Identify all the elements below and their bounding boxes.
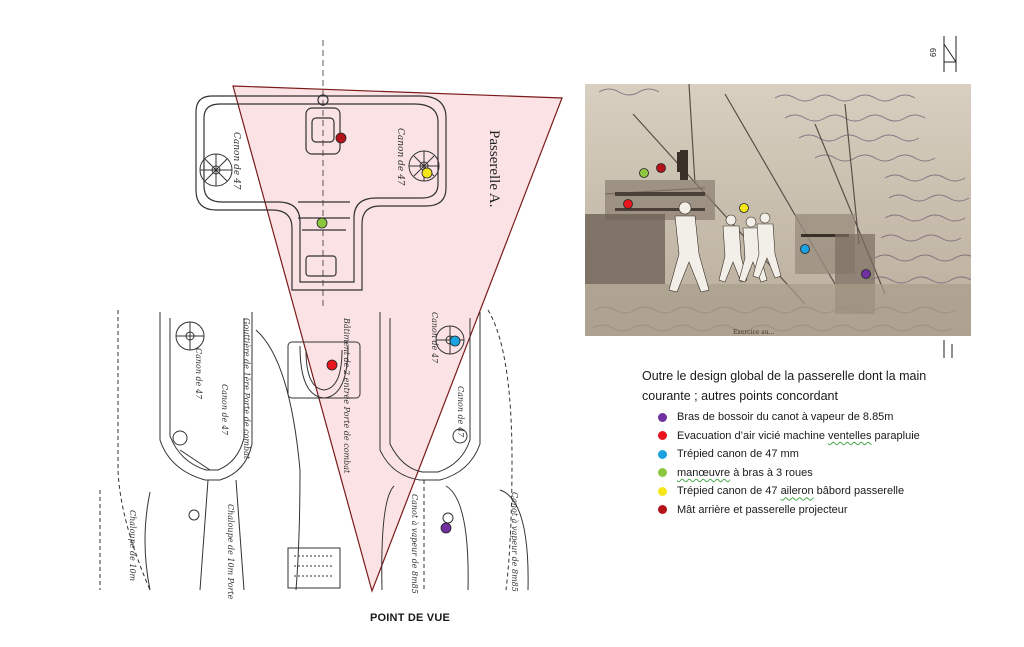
legend: Bras de bossoir du canot à vapeur de 8.8… xyxy=(658,408,920,519)
marker-blue-tripod xyxy=(449,335,461,347)
passerelle-label: Passerelle A. xyxy=(486,130,502,207)
hand-label: Chaloupe de 10m xyxy=(128,510,137,582)
lower-right-deck xyxy=(379,309,529,591)
hand-label: Canon de 47 xyxy=(194,348,203,400)
intro-line-1: Outre le design global de la passerelle … xyxy=(642,369,927,383)
hand-label: Bâtiment de 2 entrée Porte de combat xyxy=(342,317,351,474)
marker-green-winch xyxy=(316,217,328,229)
legend-item: Trépied canon de 47 aileron bâbord passe… xyxy=(658,482,920,501)
lower-left-deck xyxy=(99,310,301,591)
historical-photo: Exercice au... xyxy=(585,84,971,336)
marker-red-vent xyxy=(326,359,338,371)
sailors xyxy=(668,201,782,293)
corner-ruler xyxy=(943,36,957,358)
legend-dot-red xyxy=(658,431,667,441)
bridge-outline xyxy=(195,40,447,310)
legend-item: manœuvre à bras à 3 roues xyxy=(658,464,920,483)
marker-yellow-wing-gun xyxy=(421,167,433,179)
corner-number: 69 xyxy=(928,48,937,57)
legend-text: Bras de bossoir du canot à vapeur de 8.8… xyxy=(677,411,894,424)
photo-marker-red xyxy=(623,199,633,209)
photo-marker-dark-red xyxy=(656,163,666,173)
legend-dot-yellow xyxy=(658,486,667,496)
marker-mast-dark-red xyxy=(335,132,347,144)
intro-line-2: courante ; autres points concordant xyxy=(642,389,838,403)
marker-purple-davit xyxy=(440,522,452,534)
hand-label: Canot à vapeur de 8m85 xyxy=(410,494,419,594)
legend-text: Trépied canon de 47 mm xyxy=(677,448,799,461)
flag xyxy=(677,152,685,172)
hand-label: Canon de 47 xyxy=(220,384,229,436)
legend-item: Bras de bossoir du canot à vapeur de 8.8… xyxy=(658,408,920,427)
legend-text: manœuvre à bras à 3 roues xyxy=(677,466,813,479)
photo-marker-yellow xyxy=(739,203,749,213)
hand-label: Chaloupe de 10m Porte xyxy=(226,504,235,600)
hand-label: Canon de 47 xyxy=(231,132,241,190)
point-de-vue-caption: POINT DE VUE xyxy=(370,612,451,624)
photo-caption: Exercice au... xyxy=(733,329,775,336)
hand-label: Canon de 47 xyxy=(456,386,465,438)
legend-dot-green xyxy=(658,468,667,478)
hand-label: Canot à vapeur de 8m85 xyxy=(510,492,519,592)
hand-label: Canon de 47 xyxy=(395,128,405,186)
hand-label: Canon de 47 xyxy=(430,312,439,364)
legend-text: Mât arrière et passerelle projecteur xyxy=(677,503,848,516)
photo-marker-green xyxy=(639,168,649,178)
steering-wheel-left xyxy=(199,153,233,187)
legend-item: Evacuation d’air vicié machine ventelles… xyxy=(658,427,920,446)
legend-dot-purple xyxy=(658,412,667,422)
view-cone xyxy=(232,85,563,593)
legend-text: Evacuation d’air vicié machine ventelles… xyxy=(677,429,920,442)
legend-text: Trépied canon de 47 aileron bâbord passe… xyxy=(677,485,905,498)
vent-structure xyxy=(287,341,361,589)
intro-text: Outre le design global de la passerelle … xyxy=(642,366,962,406)
hand-label: Gouttière de 1ère Porte de combat xyxy=(242,318,251,460)
photo-marker-blue xyxy=(800,244,810,254)
legend-item: Mât arrière et passerelle projecteur xyxy=(658,501,920,520)
legend-dot-blue xyxy=(658,449,667,459)
photo-illustration: Exercice au... xyxy=(585,84,971,336)
legend-item: Trépied canon de 47 mm xyxy=(658,445,920,464)
photo-marker-purple xyxy=(861,269,871,279)
legend-dot-dark-red xyxy=(658,505,667,515)
